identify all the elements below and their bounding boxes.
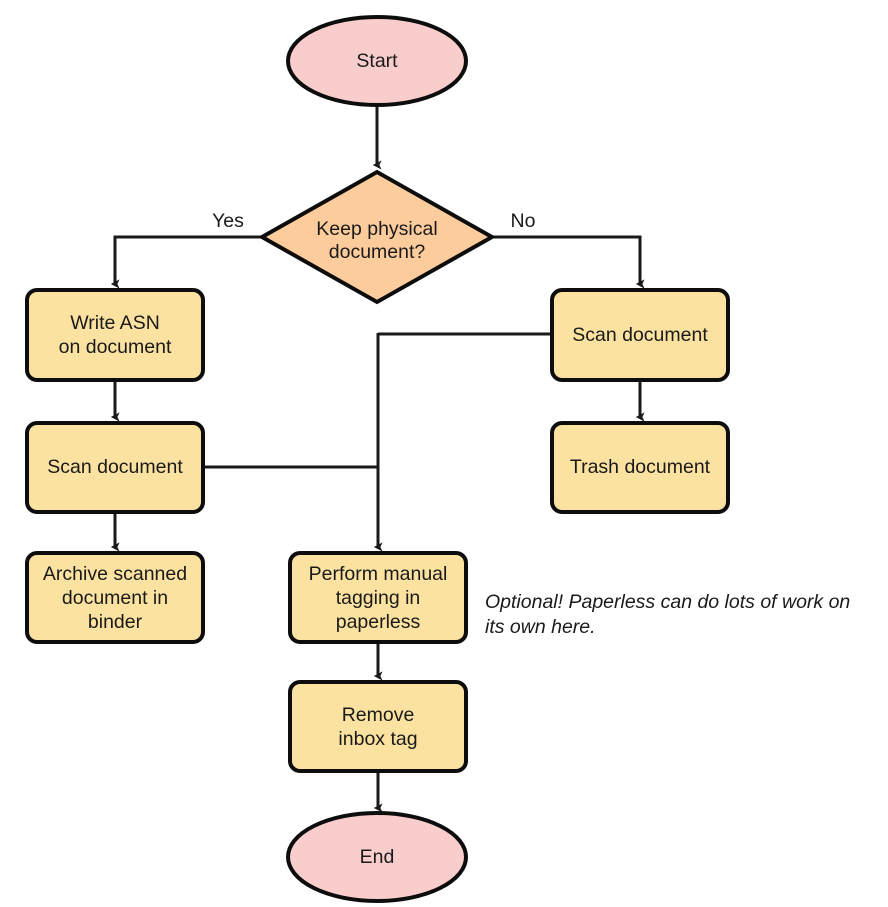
optional-note-line2: its own here. <box>485 616 596 638</box>
scan-document-right-box <box>550 288 730 382</box>
optional-note-line1: Optional! Paperless can do lots of work … <box>485 591 850 613</box>
remove-inbox-tag-box <box>288 680 468 773</box>
decision-label-line2: document? <box>329 241 426 263</box>
decision-diamond <box>257 169 497 305</box>
trash-document-label: Trash document <box>570 456 711 478</box>
node-trash-document[interactable]: Trash document <box>550 421 730 514</box>
start-ellipse <box>286 15 468 107</box>
node-decision-keep-physical-document[interactable]: Keep physical document? <box>257 169 497 305</box>
scan-document-left-box <box>25 421 205 514</box>
node-write-asn-on-document[interactable]: Write ASN on document <box>25 288 205 382</box>
scan-document-right-label: Scan document <box>572 324 708 346</box>
edge-decision-no-to-scan-right <box>492 235 645 289</box>
annotation-optional-note: Optional! Paperless can do lots of work … <box>485 591 850 638</box>
start-label: Start <box>356 50 398 72</box>
edge-label-no: No <box>511 210 536 232</box>
write-asn-label-line1: Write ASN <box>70 312 160 334</box>
write-asn-label-line2: on document <box>59 336 172 358</box>
archive-box <box>25 551 205 644</box>
node-start[interactable]: Start <box>286 15 468 107</box>
archive-label-line3: binder <box>88 611 143 633</box>
decision-label-line1: Keep physical <box>316 218 437 240</box>
remove-inbox-tag-label-line1: Remove <box>342 704 415 726</box>
end-ellipse <box>286 811 468 903</box>
edge-label-yes: Yes <box>212 210 244 232</box>
node-archive-scanned-document[interactable]: Archive scanned document in binder <box>25 551 205 644</box>
manual-tagging-label-line2: tagging in <box>336 587 421 609</box>
edge-decision-yes-to-write-asn <box>110 235 262 289</box>
end-label: End <box>360 846 395 868</box>
scan-document-left-label: Scan document <box>47 456 183 478</box>
manual-tagging-label-line1: Perform manual <box>309 563 448 585</box>
trash-document-box <box>550 421 730 514</box>
node-end[interactable]: End <box>286 811 468 903</box>
remove-inbox-tag-label-line2: inbox tag <box>338 728 417 750</box>
write-asn-box <box>25 288 205 382</box>
node-remove-inbox-tag[interactable]: Remove inbox tag <box>288 680 468 773</box>
node-perform-manual-tagging[interactable]: Perform manual tagging in paperless <box>288 551 468 644</box>
archive-label-line1: Archive scanned <box>43 563 187 585</box>
node-scan-document-right[interactable]: Scan document <box>550 288 730 382</box>
node-scan-document-left[interactable]: Scan document <box>25 421 205 514</box>
archive-label-line2: document in <box>62 587 168 609</box>
manual-tagging-box <box>288 551 468 644</box>
connector-layer <box>110 105 645 813</box>
manual-tagging-label-line3: paperless <box>336 611 421 633</box>
